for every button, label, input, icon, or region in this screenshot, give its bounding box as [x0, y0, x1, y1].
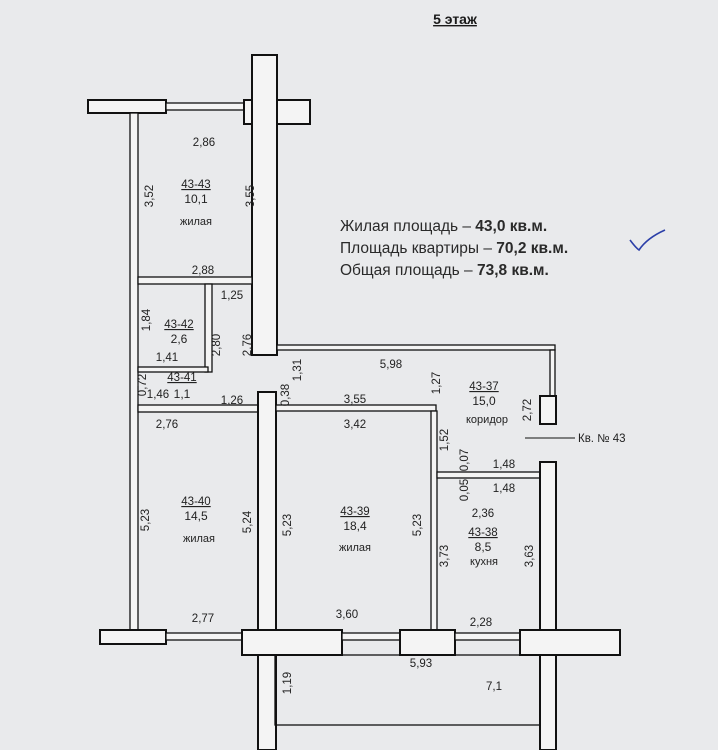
room-43-41-id: 43-41 [167, 372, 196, 384]
room-43-39-type: жилая [339, 542, 371, 554]
dim-label: 2,72 [522, 399, 534, 421]
dim-label: 3,63 [524, 545, 536, 567]
living-area-line: Жилая площадь – 43,0 кв.м. [340, 218, 547, 235]
room-labels: 43-43 10,1 жилая 43-42 2,6 43-41 1,1 43-… [164, 179, 508, 568]
floor-title: 5 этаж [433, 11, 478, 27]
dim-label: 1,19 [282, 672, 294, 694]
room-43-40-type: жилая [183, 533, 215, 545]
room-43-39-area: 18,4 [343, 519, 367, 533]
area-summary: Жилая площадь – 43,0 кв.м. Площадь кварт… [340, 218, 666, 279]
dimensions: 2,86 3,52 3,55 2,88 1,25 1,84 2,80 2,76 … [137, 137, 536, 694]
dim-label: 7,1 [486, 681, 502, 693]
room-43-37-type: коридор [466, 414, 508, 426]
dim-label: 2,28 [470, 617, 492, 629]
dim-label: 2,76 [242, 334, 254, 356]
dim-label: 1,48 [493, 459, 515, 471]
dim-label: 0,05 [459, 479, 471, 501]
room-43-42-id: 43-42 [164, 319, 193, 331]
dim-label: 2,76 [156, 419, 178, 431]
dim-label: 5,93 [410, 658, 432, 670]
dim-label: 1,26 [221, 395, 243, 407]
dim-label: 3,42 [344, 419, 366, 431]
dim-label: 1,48 [493, 483, 515, 495]
room-43-38-area: 8,5 [475, 540, 492, 554]
room-43-43-area: 10,1 [184, 192, 208, 206]
dim-label: 2,88 [192, 265, 214, 277]
dim-label: 5,23 [412, 514, 424, 536]
dim-label: 1,27 [431, 372, 443, 394]
dim-label: 1,25 [221, 290, 243, 302]
room-43-42-area: 2,6 [171, 332, 188, 346]
dim-label: 3,52 [144, 185, 156, 207]
dim-label: 3,73 [439, 545, 451, 567]
dim-label: 5,24 [242, 510, 254, 533]
room-43-40-area: 14,5 [184, 509, 208, 523]
room-43-38-type: кухня [470, 556, 498, 568]
dim-label: 3,60 [336, 609, 358, 621]
dim-label: 5,23 [282, 514, 294, 536]
dim-label: 1,52 [439, 429, 451, 451]
dim-label: 3,55 [344, 394, 366, 406]
room-43-39-id: 43-39 [340, 506, 369, 518]
room-43-38-id: 43-38 [468, 527, 497, 539]
room-43-43-type: жилая [180, 216, 212, 228]
dim-label: 2,36 [472, 508, 494, 520]
room-43-37-id: 43-37 [469, 381, 498, 393]
dim-label: 1,46 [147, 389, 169, 401]
dim-label: 2,80 [211, 334, 223, 356]
dim-label: 1,31 [292, 359, 304, 381]
dim-label: 5,98 [380, 359, 402, 371]
dim-label: 0,72 [137, 374, 149, 396]
dim-label: 1,84 [141, 308, 153, 331]
walls [87, 54, 621, 750]
dim-label: 5,23 [140, 509, 152, 531]
dim-label: 2,77 [192, 613, 214, 625]
dim-label: 0,07 [459, 449, 471, 471]
apartment-area-line: Площадь квартиры – 70,2 кв.м. [340, 240, 568, 257]
apartment-marker: Кв. № 43 [578, 433, 626, 445]
dim-label: 1,41 [156, 352, 178, 364]
room-43-43-id: 43-43 [181, 179, 210, 191]
room-43-37-area: 15,0 [472, 394, 496, 408]
checkmark-icon [629, 229, 666, 252]
total-area-line: Общая площадь – 73,8 кв.м. [340, 262, 549, 279]
dim-label: 2,86 [193, 137, 215, 149]
dim-label: 0,38 [280, 384, 292, 406]
room-43-41-area: 1,1 [174, 387, 191, 401]
room-43-40-id: 43-40 [181, 496, 210, 508]
dim-label: 3,55 [245, 185, 257, 207]
